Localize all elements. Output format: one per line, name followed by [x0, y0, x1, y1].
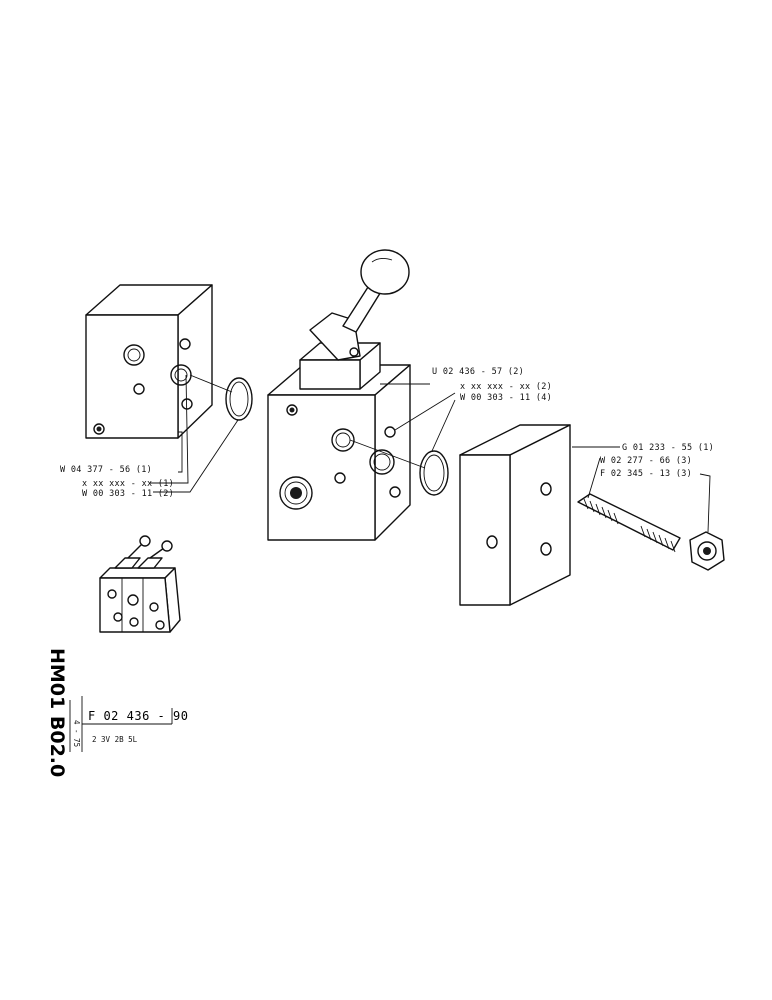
- right-plate-label: G 01 233 - 55 (1): [622, 443, 714, 453]
- leader-lines: [150, 374, 711, 533]
- middle-o-ring-label: W 00 303 - 11 (4): [460, 393, 552, 403]
- valve-body: [267, 364, 411, 541]
- left-block-seal-label: x xx xxx - xx (1): [82, 479, 174, 489]
- right-end-plate: [459, 424, 571, 606]
- middle-o-ring: [419, 450, 449, 496]
- left-o-ring-label: W 00 303 - 11 (2): [82, 489, 174, 499]
- title-block: HM01 B02.0 4 - 75 F 02 436 - 90 2 3V 2B …: [46, 648, 188, 777]
- valve-body-seal-label: x xx xxx - xx (2): [460, 382, 552, 392]
- sheet-code: HM01 B02.0: [46, 648, 68, 777]
- drawing-date: 4 - 75: [72, 720, 81, 747]
- assembled-view: [99, 535, 181, 633]
- valve-body-labels: U 02 436 - 57 (2) x xx xxx - xx (2) W 00…: [432, 367, 552, 403]
- tie-bolt: [577, 493, 681, 553]
- hex-nut-label: F 02 345 - 13 (3): [600, 469, 692, 479]
- left-block-labels: W 04 377 - 56 (1) x xx xxx - xx (1) W 00…: [60, 465, 174, 499]
- left-o-ring: [225, 377, 253, 421]
- right-plate-labels: G 01 233 - 55 (1) W 02 277 - 66 (3) F 02…: [600, 443, 714, 479]
- lever-assembly: [299, 249, 410, 390]
- part-description: 2 3V 2B 5L: [92, 735, 138, 744]
- left-end-block: [85, 284, 213, 439]
- part-number: F 02 436 - 90: [88, 709, 188, 723]
- tie-bolt-label: W 02 277 - 66 (3): [600, 456, 692, 466]
- left-block-label: W 04 377 - 56 (1): [60, 465, 152, 475]
- valve-body-label: U 02 436 - 57 (2): [432, 367, 524, 377]
- hex-nut: [689, 531, 725, 571]
